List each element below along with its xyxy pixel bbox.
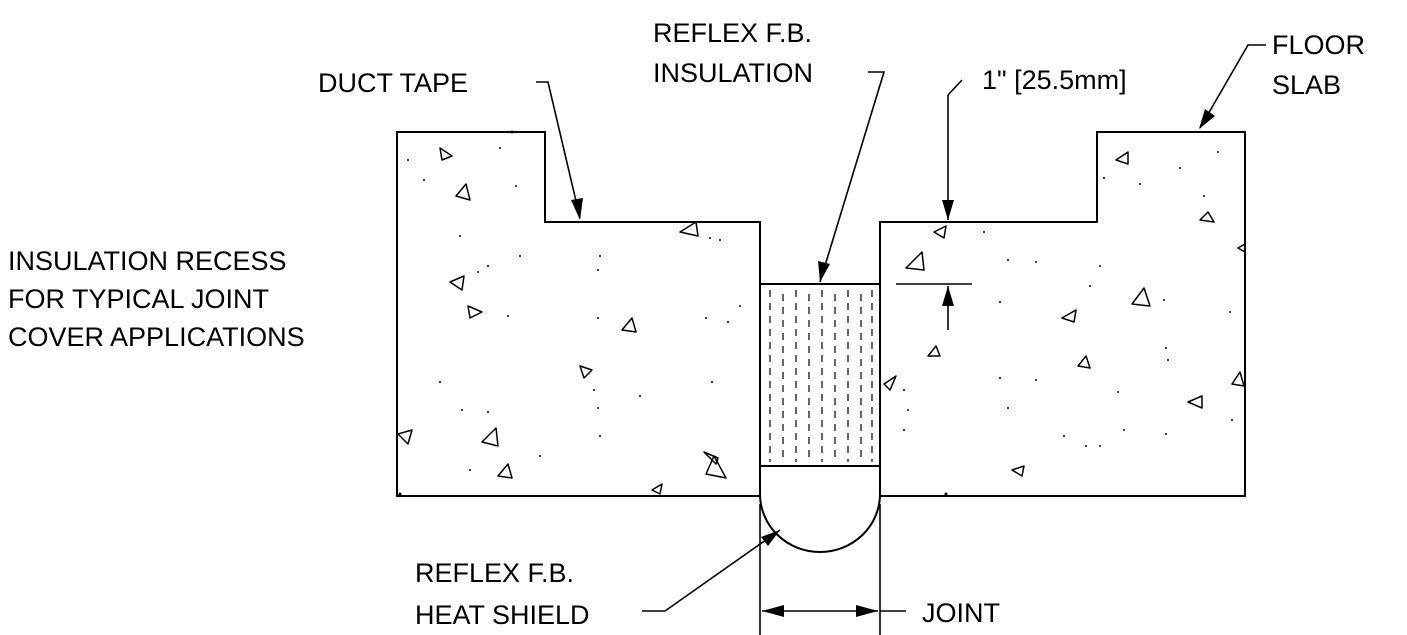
heat-shield <box>759 466 881 553</box>
joint-dimension-arrow <box>762 605 906 617</box>
recess-title-line-1: INSULATION RECESS <box>8 246 287 276</box>
heat-shield-label-1: REFLEX F.B. <box>415 558 574 588</box>
recess-title-line-3: COVER APPLICATIONS <box>8 322 305 352</box>
recess-title-line-2: FOR TYPICAL JOINT <box>8 284 269 314</box>
reflex-insulation-block <box>759 283 881 467</box>
aggregate-left <box>397 130 741 496</box>
floor-slab-label-1: FLOOR <box>1272 30 1365 60</box>
depth-dimension <box>896 79 972 330</box>
duct-tape-leader <box>536 81 583 220</box>
reflex-insulation-label-1: REFLEX F.B. <box>653 18 812 48</box>
dimension-label: 1" [25.5mm] <box>982 65 1127 95</box>
floor-slab-leader <box>1199 44 1266 129</box>
heat-shield-leader <box>642 529 781 612</box>
joint-label: JOINT <box>922 598 1000 628</box>
floor-slab-label-2: SLAB <box>1272 70 1341 100</box>
duct-tape-label: DUCT TAPE <box>318 68 468 98</box>
left-slab <box>396 131 761 497</box>
insulation-leader <box>818 71 886 283</box>
aggregate-right <box>883 151 1246 496</box>
reflex-insulation-label-2: INSULATION <box>653 58 813 88</box>
right-slab <box>879 131 1246 497</box>
heat-shield-label-2: HEAT SHIELD <box>415 600 590 630</box>
